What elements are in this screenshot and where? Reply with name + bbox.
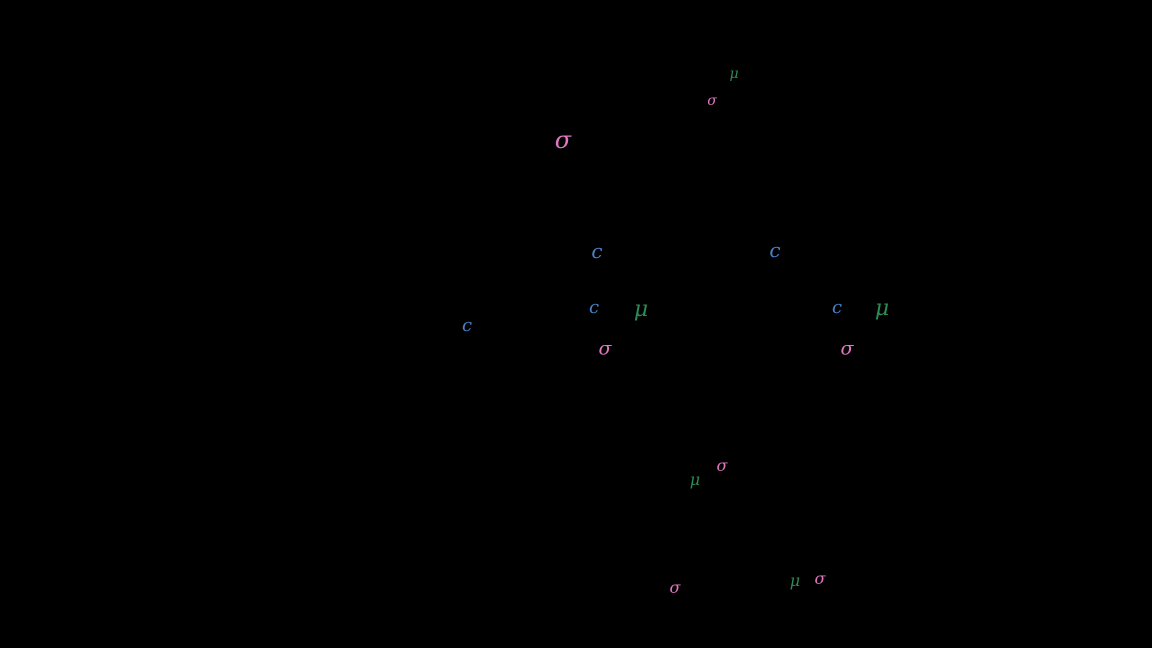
c-label: c	[831, 297, 843, 318]
mu-label: μ	[874, 296, 890, 321]
sigma-label: σ	[716, 456, 728, 475]
mu-label: μ	[729, 66, 739, 82]
sigma-label: σ	[840, 337, 854, 360]
mu-label: μ	[789, 571, 801, 590]
sigma-label: σ	[814, 569, 826, 588]
sigma-label: σ	[669, 578, 681, 597]
c-label: c	[588, 297, 600, 318]
mu-label: μ	[689, 470, 701, 489]
c-label: c	[769, 238, 781, 262]
sigma-label: σ	[554, 126, 572, 154]
sigma-label: σ	[598, 337, 612, 360]
c-label: c	[461, 315, 473, 336]
mu-label: μ	[633, 297, 649, 322]
c-label: c	[591, 239, 603, 263]
sigma-label: σ	[707, 93, 717, 109]
